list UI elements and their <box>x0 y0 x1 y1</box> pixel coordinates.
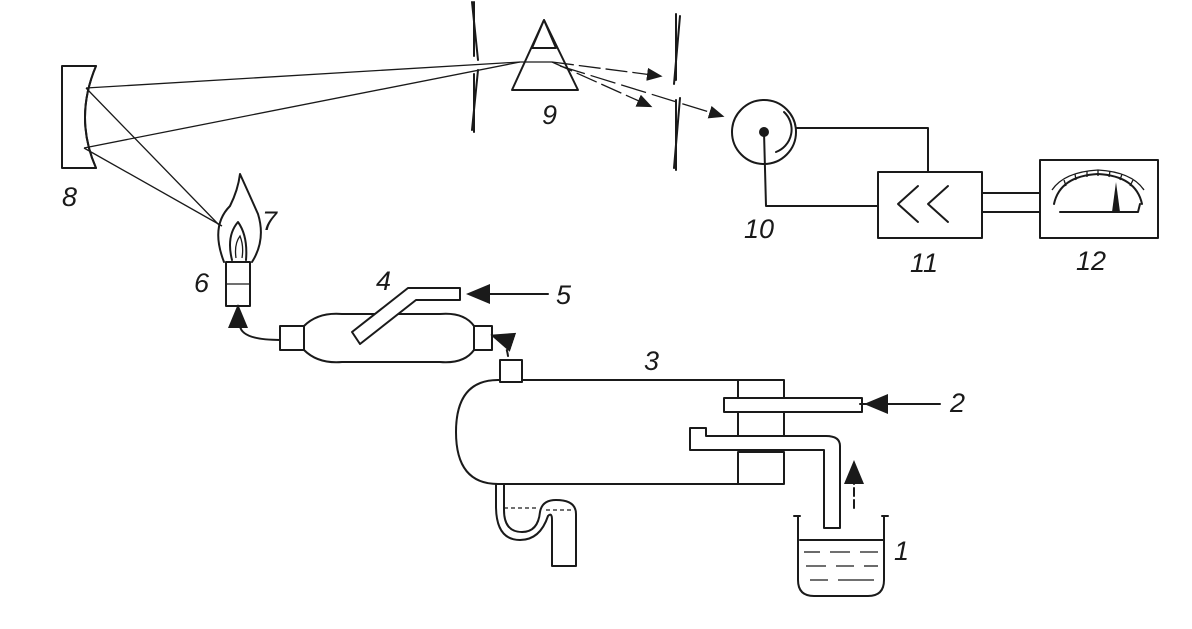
label-9: 9 <box>542 100 557 130</box>
label-12: 12 <box>1076 246 1106 276</box>
label-4: 4 <box>376 266 391 296</box>
spray-chamber <box>455 359 941 529</box>
exit-slit <box>673 13 681 171</box>
label-11: 11 <box>910 248 938 278</box>
concave-mirror <box>61 65 97 169</box>
signal-wires <box>763 127 929 207</box>
label-10: 10 <box>744 214 774 244</box>
burner <box>225 261 251 328</box>
label-2: 2 <box>949 388 965 418</box>
label-6: 6 <box>194 268 210 298</box>
entrance-slit <box>471 1 479 133</box>
galvanometer <box>1039 159 1159 239</box>
label-8: 8 <box>62 182 77 212</box>
label-7: 7 <box>262 206 278 236</box>
label-5: 5 <box>556 280 572 310</box>
labels: 1 2 3 4 5 6 7 8 9 10 11 12 <box>62 100 1106 566</box>
beaker <box>793 515 889 597</box>
prism <box>511 19 579 91</box>
drain-trap <box>495 483 577 567</box>
mixing-chamber <box>239 287 517 364</box>
light-rays <box>83 61 725 227</box>
label-1: 1 <box>894 536 909 566</box>
flame <box>217 173 262 263</box>
label-3: 3 <box>644 346 659 376</box>
amplifier <box>877 171 1041 239</box>
